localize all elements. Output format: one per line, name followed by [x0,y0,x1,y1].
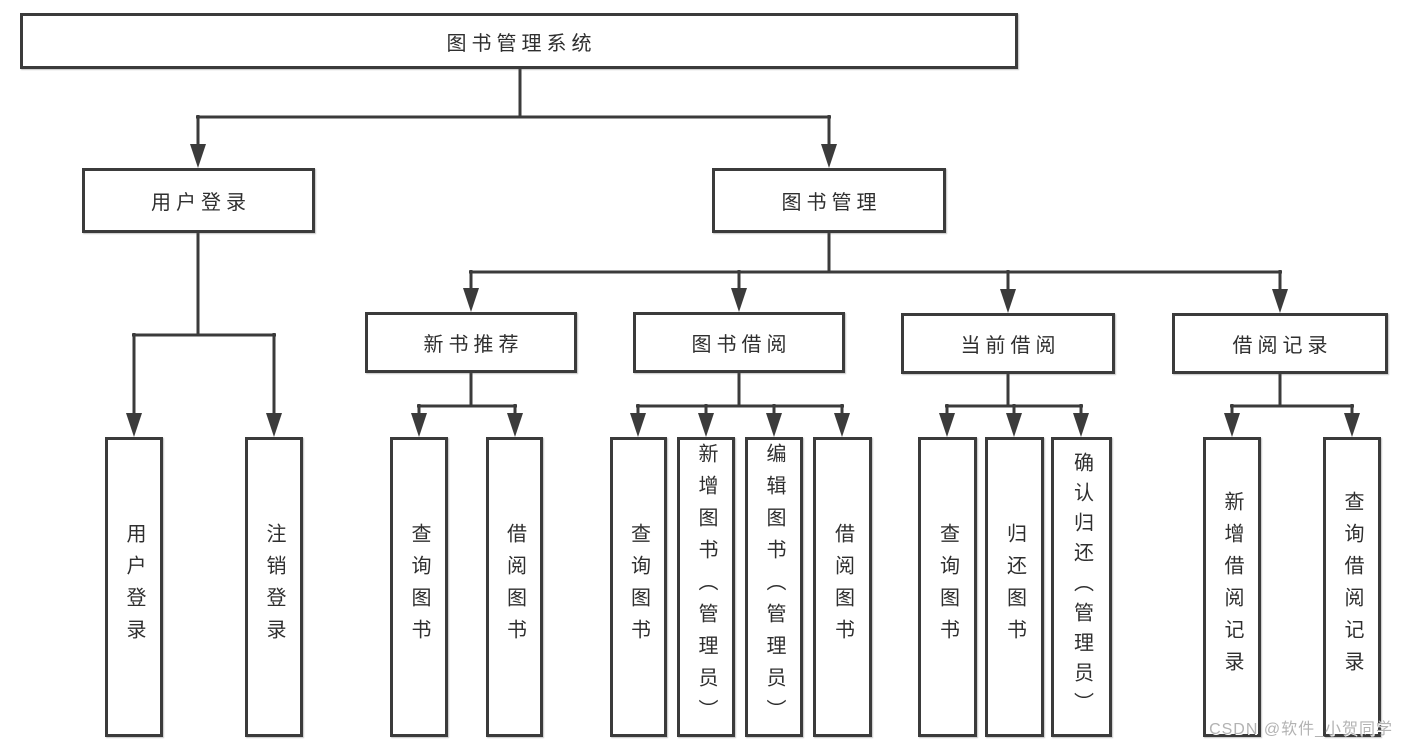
node-leaf-return-books: 归还图书 [985,437,1044,737]
node-leaf-add-borrow-record-label: 新增借阅记录 [1221,491,1243,683]
node-leaf-confirm-return-admin: 确认归还（管理员） [1051,437,1112,737]
node-user-login-label: 用户登录 [151,192,251,214]
connector-book-borrowing-to-leaves [630,373,850,437]
node-borrowing-records-label: 借阅记录 [1232,335,1333,357]
node-leaf-confirm-return-admin-label: 确认归还（管理员） [1070,452,1093,722]
node-leaf-add-books-admin-label: 新增图书（管理员） [695,443,717,731]
node-leaf-query-books-recommend: 查询图书 [390,437,448,737]
node-leaf-borrow-books-recommend: 借阅图书 [486,437,543,737]
connector-book-management-to-level3 [463,233,1288,313]
node-leaf-edit-books-admin-label: 编辑图书（管理员） [763,443,785,731]
node-leaf-add-borrow-record: 新增借阅记录 [1203,437,1261,737]
node-leaf-add-books-admin: 新增图书（管理员） [677,437,735,737]
node-leaf-borrow-books-recommend-label: 借阅图书 [503,523,526,651]
node-leaf-logout: 注销登录 [245,437,303,737]
node-borrowing-records: 借阅记录 [1172,313,1388,374]
watermark: CSDN @软件_小贺同学 [1209,721,1393,738]
connector-root-to-level2 [190,69,837,168]
node-book-borrowing-label: 图书借阅 [691,334,792,356]
connector-current-borrowing-to-leaves [939,374,1089,437]
node-leaf-edit-books-admin: 编辑图书（管理员） [745,437,803,737]
node-leaf-return-books-label: 归还图书 [1003,523,1026,651]
node-leaf-logout-label: 注销登录 [263,523,285,651]
node-leaf-query-books-borrowing: 查询图书 [610,437,667,737]
node-leaf-query-borrow-record-label: 查询借阅记录 [1341,491,1363,683]
node-leaf-query-books-current-label: 查询图书 [936,523,959,651]
node-book-management: 图书管理 [712,168,946,233]
node-leaf-borrow-books-borrowing-label: 借阅图书 [831,523,854,651]
node-leaf-query-borrow-record: 查询借阅记录 [1323,437,1381,737]
node-new-book-recommend: 新书推荐 [365,312,577,373]
node-leaf-query-books-borrowing-label: 查询图书 [627,523,650,651]
node-book-borrowing: 图书借阅 [633,312,845,373]
node-leaf-query-books-current: 查询图书 [918,437,977,737]
node-book-management-label: 图书管理 [781,192,882,214]
node-leaf-user-login: 用户登录 [105,437,163,737]
node-leaf-user-login-label: 用户登录 [123,523,145,651]
connector-user-login-to-leaves [126,233,282,437]
node-user-login: 用户登录 [82,168,315,233]
node-root-label: 图书管理系统 [446,32,597,55]
node-new-book-recommend-label: 新书推荐 [423,334,524,356]
connector-borrowing-records-to-leaves [1224,374,1360,437]
node-leaf-borrow-books-borrowing: 借阅图书 [813,437,872,737]
node-root: 图书管理系统 [20,13,1018,69]
node-leaf-query-books-recommend-label: 查询图书 [408,523,430,651]
node-current-borrowing: 当前借阅 [901,313,1115,374]
node-current-borrowing-label: 当前借阅 [960,335,1061,357]
connector-new-book-recommend-to-leaves [411,373,523,437]
